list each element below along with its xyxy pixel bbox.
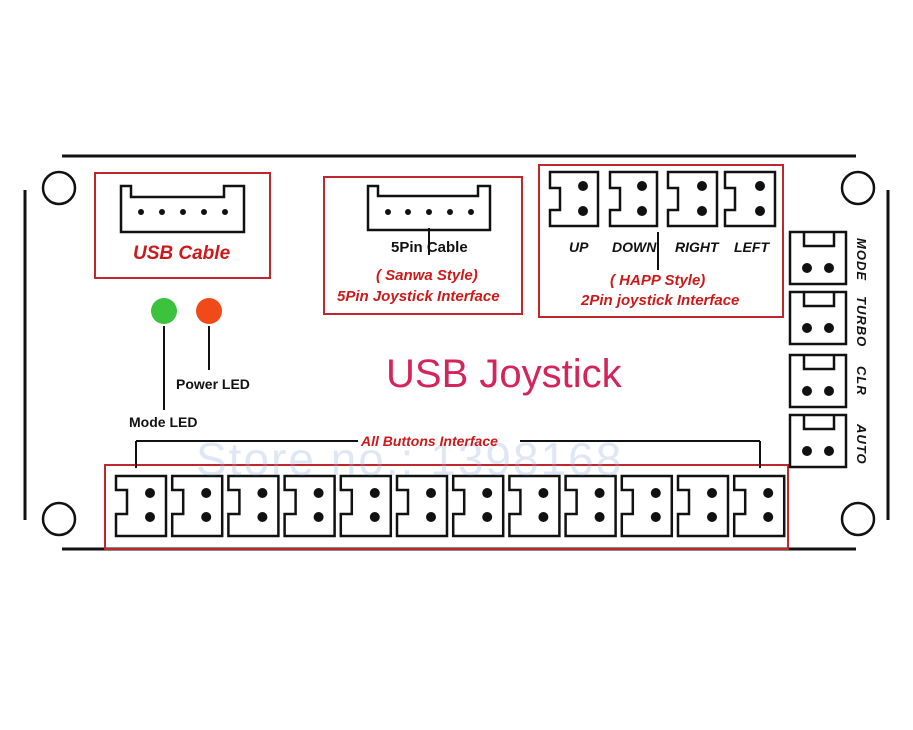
button-connector bbox=[451, 474, 505, 538]
mounting-hole-top-left bbox=[41, 170, 77, 206]
direction-connector-up bbox=[548, 170, 600, 228]
mounting-holes bbox=[41, 170, 876, 537]
direction-label-left: LEFT bbox=[734, 239, 769, 255]
side-label-turbo: TURBO bbox=[854, 296, 869, 348]
five-pin-connector bbox=[366, 184, 492, 255]
sanwa-style-label: ( Sanwa Style) bbox=[376, 267, 478, 284]
button-connector bbox=[170, 474, 224, 538]
direction-connector-down bbox=[608, 170, 659, 228]
side-label-mode: MODE bbox=[854, 238, 869, 281]
two-pin-connectors bbox=[548, 170, 777, 270]
five-pin-cable-label: 5Pin Cable bbox=[391, 239, 468, 256]
button-connector bbox=[508, 474, 561, 538]
button-connector bbox=[339, 474, 393, 538]
buttons-interface-label: All Buttons Interface bbox=[361, 433, 498, 449]
buttons-bracket bbox=[135, 440, 761, 468]
mounting-hole-bottom-right bbox=[840, 501, 876, 537]
button-connector bbox=[564, 474, 617, 538]
buttons-box bbox=[104, 464, 789, 550]
mounting-hole-top-right bbox=[840, 170, 876, 206]
button-connector bbox=[732, 474, 786, 538]
direction-label-right: RIGHT bbox=[675, 239, 719, 255]
direction-label-down: DOWN bbox=[612, 239, 657, 255]
side-connectors bbox=[788, 230, 848, 469]
two-pin-box bbox=[538, 164, 784, 318]
button-connector bbox=[676, 474, 730, 538]
power-led bbox=[196, 298, 222, 324]
button-connector bbox=[620, 474, 674, 538]
usb-cable-box bbox=[94, 172, 271, 279]
mounting-hole-bottom-left bbox=[41, 501, 77, 537]
side-connector-turbo bbox=[788, 290, 848, 346]
power-led-label: Power LED bbox=[176, 376, 250, 392]
two-pin-interface-label: 2Pin joystick Interface bbox=[581, 292, 740, 309]
happ-style-label: ( HAPP Style) bbox=[610, 272, 706, 289]
page-title: USB Joystick bbox=[386, 352, 622, 396]
side-connector-mode bbox=[788, 230, 848, 286]
button-connector-row bbox=[114, 474, 786, 538]
mode-led bbox=[151, 298, 177, 324]
button-connector bbox=[395, 474, 449, 538]
usb-cable-label: USB Cable bbox=[133, 243, 231, 264]
side-connector-auto bbox=[788, 413, 848, 469]
mode-led-label: Mode LED bbox=[129, 414, 198, 430]
five-pin-interface-label: 5Pin Joystick Interface bbox=[337, 288, 500, 305]
usb-connector bbox=[119, 184, 246, 234]
side-connector-clr bbox=[788, 353, 848, 409]
watermark-text: Store no.: 1398168 bbox=[196, 433, 624, 485]
side-label-clr: CLR bbox=[854, 366, 869, 396]
direction-label-up: UP bbox=[569, 239, 589, 255]
five-pin-box bbox=[323, 176, 523, 315]
button-connector bbox=[283, 474, 336, 538]
leds bbox=[151, 298, 222, 410]
direction-connector-left bbox=[723, 170, 777, 228]
button-connector bbox=[227, 474, 280, 538]
button-connector bbox=[114, 474, 168, 538]
side-label-auto: AUTO bbox=[854, 424, 869, 465]
direction-connector-right bbox=[666, 170, 719, 228]
